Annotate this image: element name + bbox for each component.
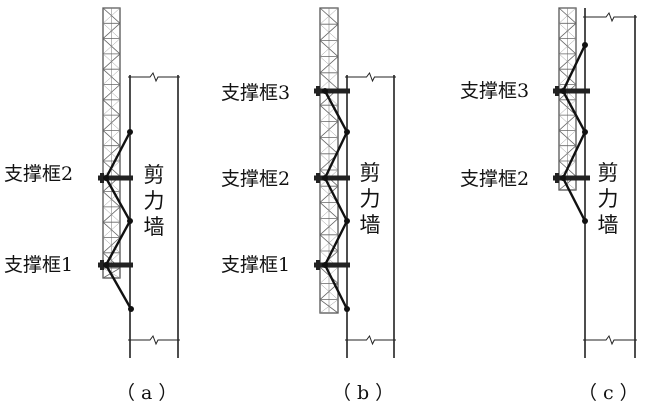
- panel-a-frame-2-clamp: [100, 173, 104, 183]
- panel-c-frame-3: [553, 88, 590, 94]
- panel-b-label-frame-1: 支撑框1: [221, 254, 291, 276]
- panel-a-tower: [102, 7, 121, 279]
- panel-c-brace-node: [560, 88, 566, 94]
- panel-c-wall-label: 剪力墙: [597, 161, 619, 237]
- panel-a-label-frame-2: 支撑框2: [4, 163, 74, 185]
- panel-a-brace-node: [127, 218, 133, 224]
- panel-b-frame-1: [314, 262, 350, 268]
- panel-b-frame-3-clamp: [316, 86, 320, 96]
- panel-b-diagonal-brace: [323, 90, 349, 310]
- panel-b-wall-label: 剪力墙: [359, 161, 381, 237]
- panel-a-wall-label: 剪力墙: [143, 163, 165, 239]
- panel-c-frame-2: [553, 175, 590, 181]
- panel-b-brace-node: [322, 175, 328, 181]
- panel-a-frame-2: [98, 175, 133, 181]
- panel-b-brace-node: [344, 306, 350, 312]
- panel-a-caption: （a）: [116, 382, 184, 404]
- panel-c-caption: （c）: [578, 382, 645, 404]
- panel-a-label-frame-1: 支撑框1: [4, 254, 74, 276]
- panel-b-label-frame-3: 支撑框3: [221, 82, 291, 104]
- panel-b-frame-1-clamp: [316, 260, 320, 270]
- panel-c-tower: [558, 7, 577, 191]
- panel-c-brace-node: [582, 42, 588, 48]
- panel-b-brace-node: [344, 129, 350, 135]
- panel-b-brace-node: [322, 88, 328, 94]
- panel-b-brace-node: [322, 262, 328, 268]
- panel-b-caption: （b）: [332, 382, 401, 404]
- panel-c-label-frame-2: 支撑框2: [460, 168, 530, 190]
- panel-b-tower: [319, 7, 339, 314]
- panel-c-diagonal-brace: [561, 44, 587, 222]
- panel-c-brace-node: [582, 129, 588, 135]
- panel-b-frame-2: [314, 175, 350, 181]
- panel-c-brace-node: [582, 218, 588, 224]
- panel-b-brace-node: [344, 218, 350, 224]
- panel-c-brace-node: [560, 175, 566, 181]
- panel-b-frame-2-clamp: [316, 173, 320, 183]
- panel-a-brace-node: [103, 262, 109, 268]
- panel-a-brace-node: [103, 175, 109, 181]
- panel-a-brace-node: [127, 129, 133, 135]
- panel-a-frame-1-clamp: [100, 260, 104, 270]
- panel-c-frame-2-clamp: [555, 173, 559, 183]
- panel-a-frame-1: [98, 262, 133, 268]
- panel-b-label-frame-2: 支撑框2: [221, 168, 291, 190]
- panel-a-brace-node: [128, 306, 134, 312]
- panel-c-shear-wall: [583, 8, 637, 358]
- panel-c-label-frame-3: 支撑框3: [460, 80, 530, 102]
- panel-c-frame-3-clamp: [555, 86, 559, 96]
- panel-b-frame-3: [314, 88, 350, 94]
